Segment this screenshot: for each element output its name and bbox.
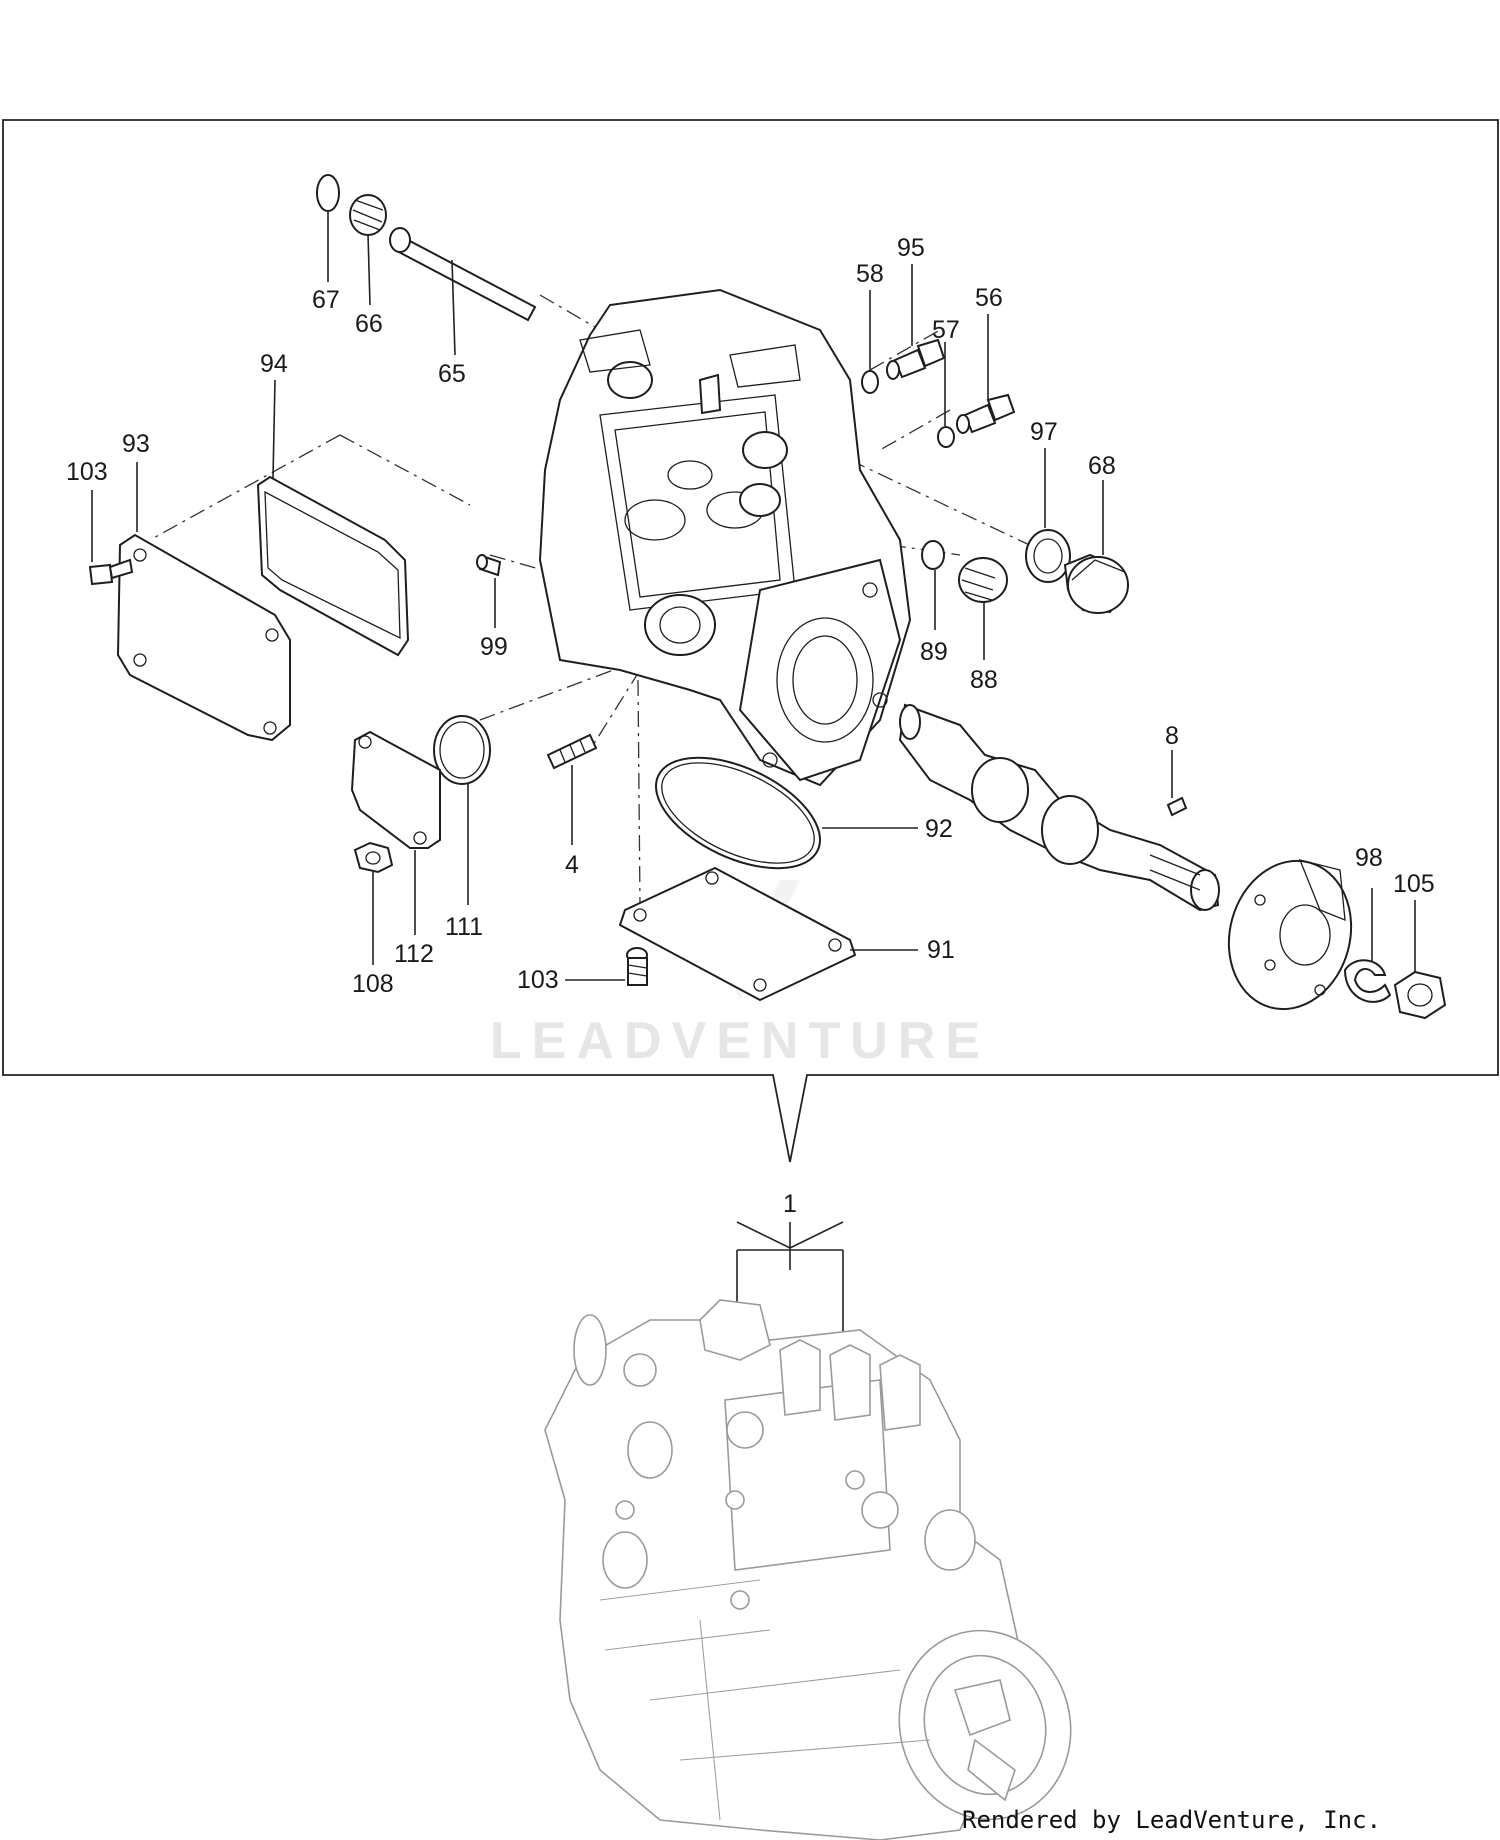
camshaft: [898, 703, 1220, 912]
callout-93: 93: [122, 430, 150, 458]
part-8-key: [1166, 796, 1188, 817]
detail-frame: [2, 119, 1499, 1163]
part-88-plug: [958, 557, 1008, 603]
callout-92: 92: [925, 815, 953, 843]
callout-labels: 67 66 65 94 93 103 58 95 57 56 97 68 99 …: [66, 234, 1435, 1218]
coupling-hub: [1227, 859, 1353, 1011]
callout-95: 95: [897, 234, 925, 262]
callout-94: 94: [260, 350, 288, 378]
part-94-gasket: [256, 475, 410, 657]
part-58-oring: [861, 370, 879, 394]
part-103-screw-lower: [626, 947, 648, 986]
part-98-washer: [1343, 959, 1392, 1003]
part-112-cover: [350, 730, 441, 849]
render-credit: Rendered by LeadVenture, Inc.: [962, 1806, 1381, 1834]
part-111-oring: [433, 715, 491, 785]
part-103-screw-upper: [88, 558, 134, 586]
callout-108: 108: [352, 970, 394, 998]
part-93-cover: [116, 533, 291, 742]
assembled-pump: [544, 1299, 1072, 1840]
callout-56: 56: [975, 284, 1003, 312]
part-91-plate: [618, 866, 857, 1002]
callout-98: 98: [1355, 844, 1383, 872]
part-92-oring: [655, 756, 821, 870]
part-105-nut: [1393, 970, 1447, 1020]
part-97-washer: [1025, 529, 1071, 583]
part-57-oring: [937, 426, 955, 448]
callout-103-upper: 103: [66, 458, 108, 486]
part-67-oring: [316, 174, 340, 212]
part-108-nut: [353, 841, 394, 874]
callout-57: 57: [932, 316, 960, 344]
callout-65: 65: [438, 360, 466, 388]
callout-1: 1: [783, 1190, 797, 1218]
callout-67: 67: [312, 286, 340, 314]
callout-68: 68: [1088, 452, 1116, 480]
part-56-valve: [956, 393, 1016, 434]
callout-112: 112: [394, 940, 434, 968]
callout-88: 88: [970, 666, 998, 694]
callout-105: 105: [1393, 870, 1435, 898]
watermark-text: LEADVENTURE: [490, 1012, 990, 1070]
callout-111: 111: [445, 913, 483, 941]
callout-91: 91: [927, 936, 955, 964]
part-68-plug: [1063, 553, 1129, 614]
leader-lines: [91, 212, 1416, 1400]
pump-housing: [538, 288, 912, 787]
part-99-pin: [476, 554, 502, 577]
callout-58: 58: [856, 260, 884, 288]
callout-66: 66: [355, 310, 383, 338]
part-4-stud: [546, 733, 598, 770]
callout-4: 4: [565, 851, 579, 879]
callout-103-lower: 103: [517, 966, 559, 994]
callout-97: 97: [1030, 418, 1058, 446]
part-65-pin: [389, 227, 537, 322]
part-95-valve: [886, 338, 946, 380]
callout-89: 89: [920, 638, 948, 666]
part-66-plug: [349, 194, 387, 236]
callout-99: 99: [480, 633, 508, 661]
part-89-oring: [921, 540, 945, 570]
callout-8: 8: [1165, 722, 1179, 750]
